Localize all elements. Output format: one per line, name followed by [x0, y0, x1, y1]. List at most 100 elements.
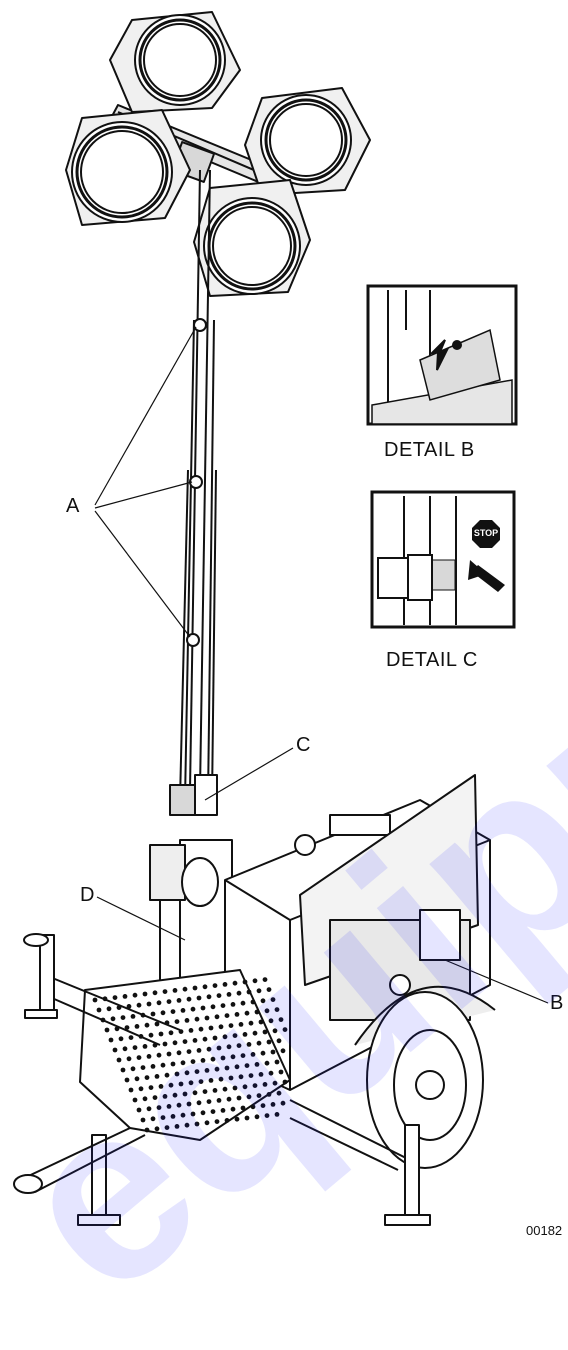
platform-hole [222, 1034, 228, 1040]
platform-hole [144, 1022, 150, 1028]
platform-hole [212, 1088, 218, 1093]
platform-hole [172, 1040, 178, 1046]
platform-hole [194, 1069, 200, 1074]
platform-hole [170, 1061, 176, 1067]
platform-hole [114, 1026, 120, 1032]
platform-hole [196, 1100, 202, 1106]
platform-hole [154, 1021, 160, 1027]
platform-hole [270, 1102, 276, 1107]
callout-a: A [66, 495, 80, 517]
platform-hole [180, 1060, 186, 1066]
platform-hole [202, 984, 208, 990]
platform-hole [192, 1038, 198, 1043]
platform-hole [236, 1043, 242, 1048]
platform-hole [196, 995, 202, 1001]
platform-hole [112, 995, 118, 1000]
platform-hole [136, 1107, 142, 1113]
platform-hole [184, 1070, 190, 1076]
light-tower-illustration [13, 11, 549, 1226]
platform-hole [164, 1125, 170, 1130]
platform-hole [124, 1025, 130, 1030]
platform-hole [282, 1027, 288, 1032]
platform-hole [200, 1110, 206, 1116]
platform-hole [142, 1096, 148, 1102]
platform-hole [266, 987, 272, 992]
platform-hole [152, 1095, 158, 1100]
stop-sign-label: STOP [473, 528, 499, 538]
platform-hole [118, 1036, 124, 1042]
platform-hole [146, 1054, 152, 1059]
platform-hole [230, 1002, 236, 1007]
platform-hole [186, 1049, 192, 1054]
platform-hole [162, 1094, 168, 1099]
platform-hole [192, 1090, 198, 1096]
platform-hole [270, 1049, 276, 1055]
figure-number: 00182 [526, 1223, 563, 1238]
platform-hole [210, 1056, 216, 1062]
platform-hole [190, 1111, 196, 1117]
platform-hole [238, 1022, 244, 1027]
platform-hole [260, 998, 266, 1004]
platform-hole [154, 1074, 160, 1079]
platform-hole [242, 979, 248, 985]
platform-hole [166, 1051, 172, 1057]
platform-hole [262, 977, 268, 982]
platform-hole [240, 1053, 246, 1058]
platform-hole [214, 1066, 220, 1072]
platform-hole [202, 1089, 208, 1094]
platform-hole [146, 1106, 152, 1112]
platform-hole [244, 1115, 250, 1121]
platform-hole [250, 999, 256, 1005]
platform-hole [170, 1009, 176, 1014]
platform-hole [220, 1108, 226, 1113]
platform-hole [220, 1055, 226, 1061]
platform-hole [128, 1035, 134, 1040]
platform-hole [274, 1059, 280, 1065]
lamp-right [244, 87, 371, 196]
platform-hole [210, 1004, 216, 1010]
callout-b: B [550, 992, 564, 1014]
platform-hole [212, 983, 218, 988]
platform-hole [134, 1024, 140, 1029]
platform-hole [160, 1010, 166, 1016]
lamp-center [193, 179, 311, 297]
detail-b-caption: DETAIL B [384, 439, 475, 461]
callout-c: C [296, 734, 311, 756]
lamp-top-left [109, 11, 241, 113]
platform-hole [120, 1015, 126, 1020]
platform-hole [132, 1097, 138, 1103]
platform-hole [110, 1016, 116, 1022]
platform-hole [246, 1094, 252, 1100]
platform-hole [156, 1052, 162, 1058]
platform-hole [104, 1027, 110, 1033]
platform-hole [188, 1080, 194, 1086]
platform-hole [190, 1006, 196, 1012]
platform-hole [206, 994, 212, 1000]
platform-hole [198, 1079, 204, 1084]
platform-hole [212, 1035, 218, 1041]
platform-hole [140, 1117, 146, 1123]
platform-hole [158, 1031, 164, 1037]
platform-hole [254, 1062, 260, 1067]
platform-hole [276, 1090, 282, 1096]
platform-hole [256, 988, 262, 994]
platform-hole [194, 1121, 200, 1127]
platform-hole [208, 1078, 214, 1083]
platform-hole [160, 1115, 166, 1120]
platform-hole [172, 988, 178, 993]
platform-hole [204, 1068, 210, 1073]
platform-hole [278, 1017, 284, 1022]
platform-hole [102, 996, 108, 1002]
platform-hole [258, 1072, 264, 1077]
platform-hole [220, 1003, 226, 1008]
platform-hole [232, 1033, 238, 1038]
platform-hole [140, 1012, 146, 1018]
platform-hole [280, 1048, 286, 1054]
lamp-head-assembly [65, 11, 371, 297]
platform-hole [224, 1118, 230, 1123]
platform-hole [190, 1059, 196, 1064]
platform-hole [238, 1074, 244, 1080]
platform-hole [182, 1039, 188, 1044]
platform-hole [198, 1026, 204, 1032]
platform-hole [152, 1042, 158, 1048]
